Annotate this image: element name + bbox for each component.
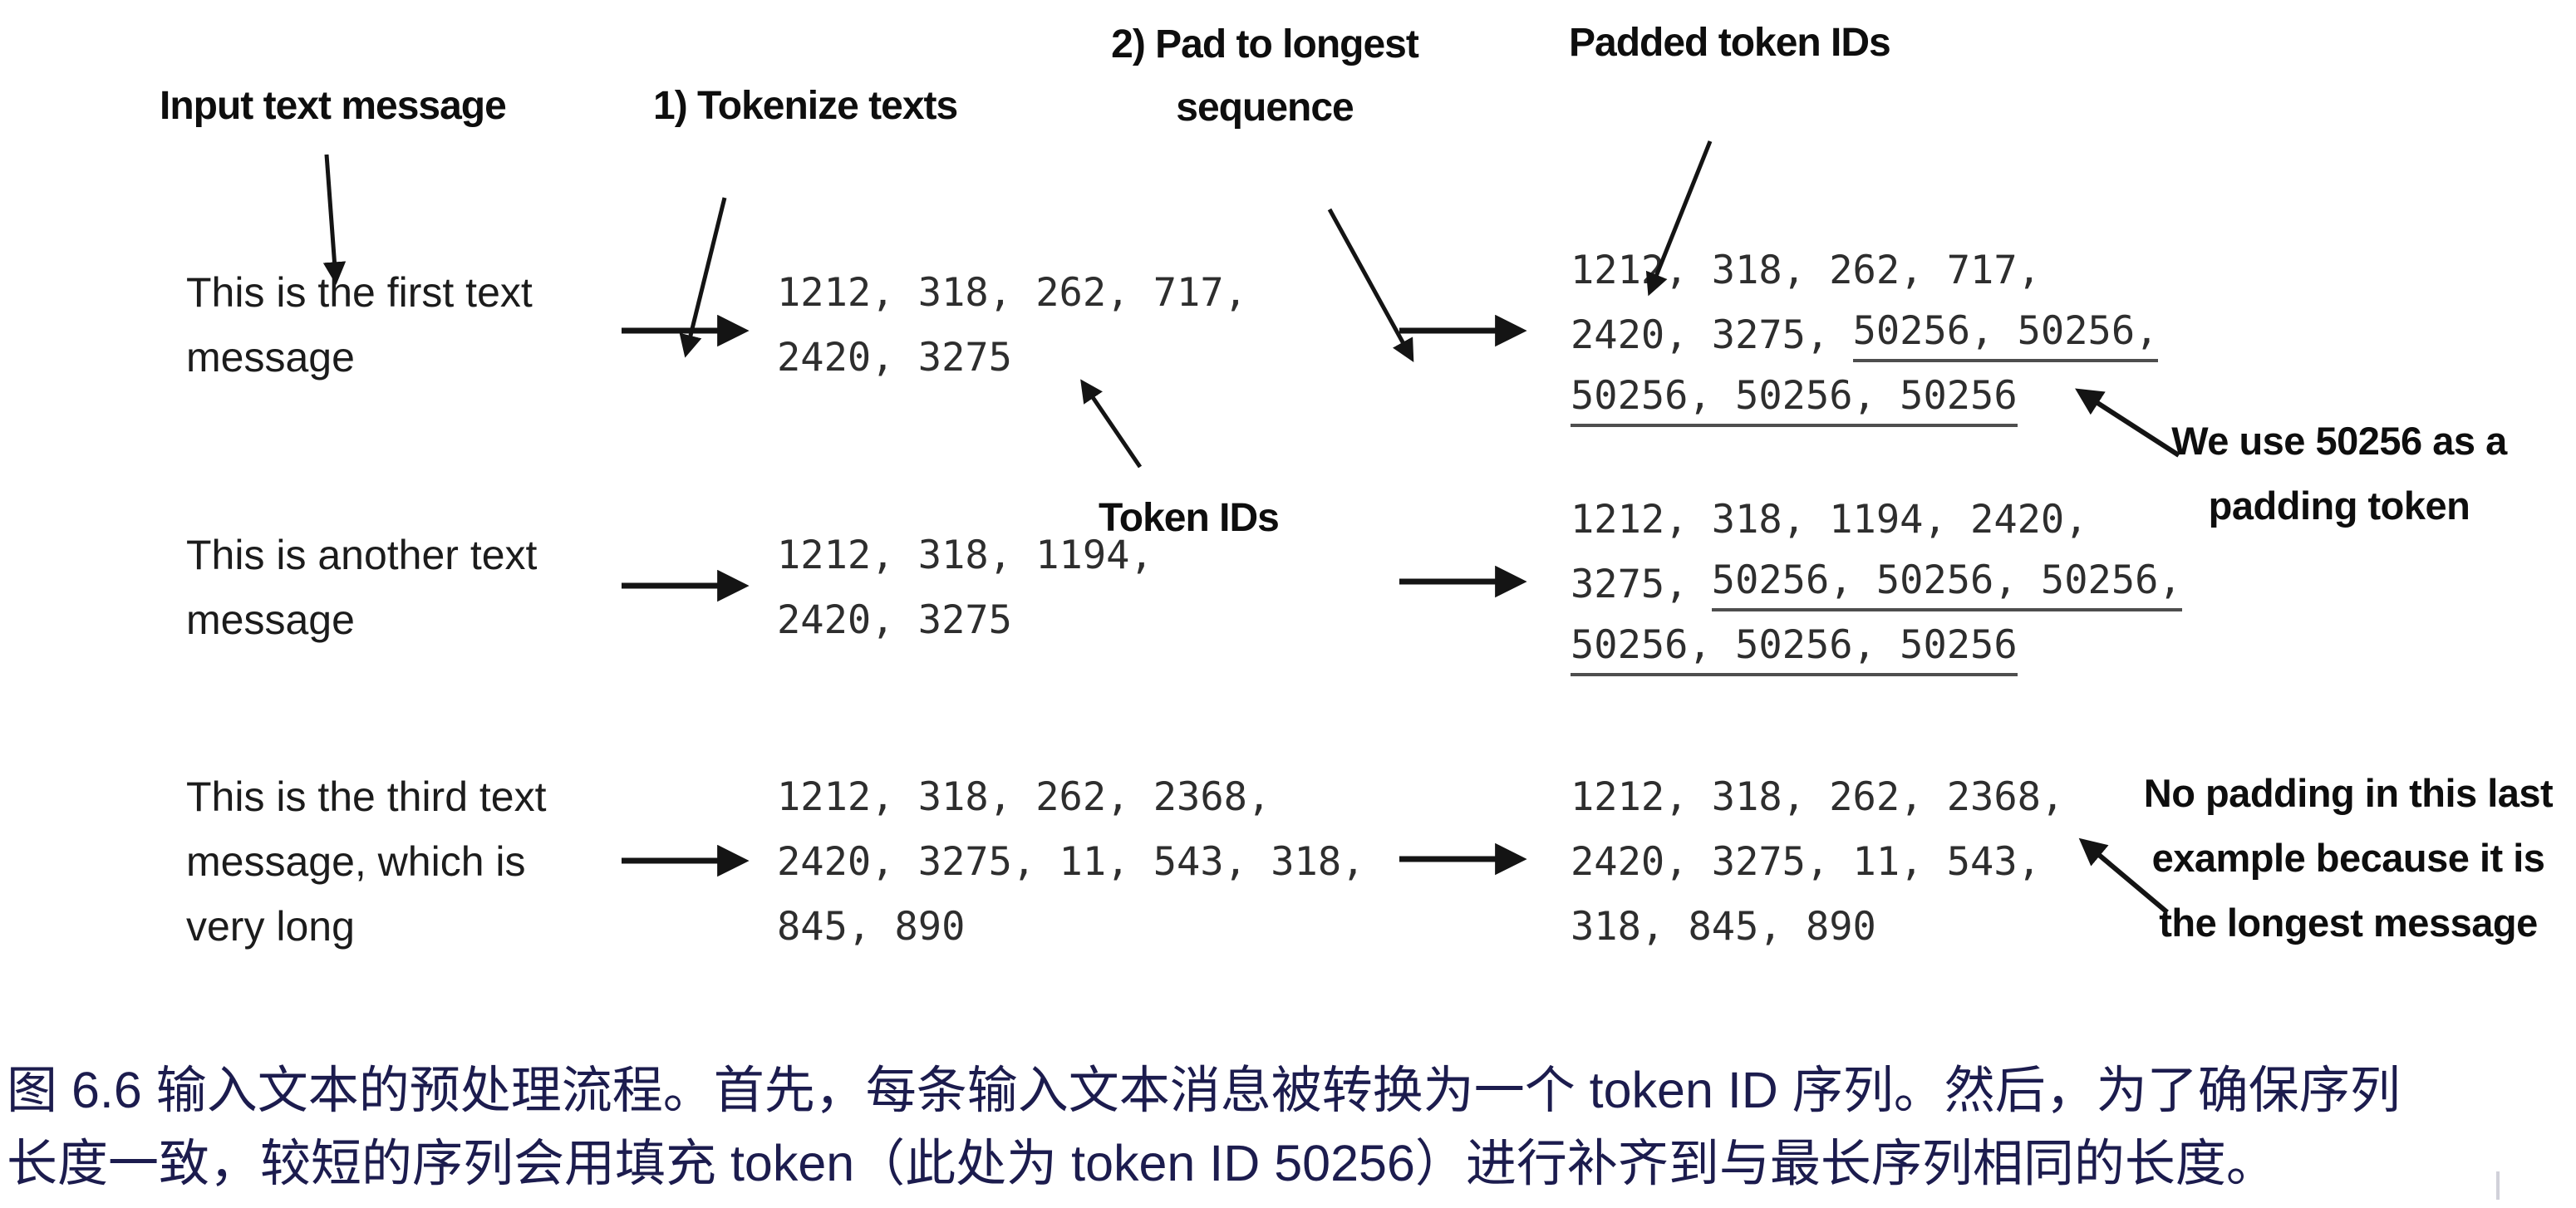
arrow-tokenize-header-down [679, 197, 727, 358]
token-id-line: 1212, 318, 262, 717, [777, 269, 1247, 316]
annotation-we-use-line-1: We use 50256 as a [2171, 419, 2507, 463]
caption-line-1: 图 6.6 输入文本的预处理流程。首先，每条输入文本消息被转换为一个 token… [7, 1062, 2401, 1118]
token-id-line: 2420, 3275 [777, 334, 1012, 381]
input-text-line: very long [186, 903, 355, 950]
token-ids-1: 1212, 318, 262, 717, 2420, 3275 [777, 260, 1247, 390]
header-input-text-message: Input text message [160, 84, 507, 128]
annotation-we-use-line-2: padding token [2208, 484, 2470, 528]
input-text-line: message, which is [186, 838, 526, 885]
token-id-line: 1212, 318, 262, 2368, [777, 773, 1271, 820]
annotation-no-padding-line-1: No padding in this last [2143, 771, 2554, 815]
padded-token-id-line: 2420, 3275, 11, 543, [1571, 838, 2041, 885]
input-message-3: This is the third text message, which is v… [186, 764, 547, 959]
header-tokenize-texts: 1) Tokenize texts [653, 84, 958, 128]
padded-token-ids-3: 1212, 318, 262, 2368, 2420, 3275, 11, 543… [1571, 764, 2064, 959]
input-message-1: This is the first text message [186, 260, 533, 390]
annotation-no-padding-line-3: the longest message [2159, 901, 2538, 945]
input-text-line: message [186, 597, 355, 643]
input-text-line: This is the first text [186, 269, 533, 316]
label-token-ids: Token IDs [1099, 496, 1280, 540]
caption-line-2: 长度一致，较短的序列会用填充 token（此处为 token ID 50256）… [7, 1135, 2277, 1191]
padded-token-id-line: 2420, 3275, 50256, 50256, [1571, 302, 2159, 367]
token-id-line: 1212, 318, 1194, [777, 532, 1153, 578]
padded-token-id-line: 50256, 50256, 50256 [1571, 616, 2182, 681]
padded-token-id-line: 3275, 50256, 50256, 50256, [1571, 552, 2182, 616]
annotation-no-padding: No padding in this last example because … [2121, 761, 2576, 955]
header-padded-token-ids: Padded token IDs [1569, 21, 1891, 65]
annotation-no-padding-line-2: example because it is [2151, 836, 2545, 880]
token-id-line: 2420, 3275, 11, 543, 318, [777, 838, 1365, 885]
padded-token-ids-2: 1212, 318, 1194, 2420, 3275, 50256, 50256… [1571, 487, 2182, 681]
token-id-line: 2420, 3275 [777, 597, 1012, 643]
figure-caption: 图 6.6 输入文本的预处理流程。首先，每条输入文本消息被转换为一个 token… [7, 1053, 2401, 1200]
arrow-token-ids-label-up [1080, 379, 1143, 469]
header-pad-line-1: 2) Pad to longest [1111, 22, 1419, 66]
token-ids-2: 1212, 318, 1194, 2420, 3275 [777, 523, 1153, 652]
input-text-line: This is the third text [186, 773, 547, 820]
token-id-line: 845, 890 [777, 903, 966, 950]
ui-artifact-line [2496, 1171, 2500, 1200]
header-pad-line-2: sequence [1176, 86, 1354, 130]
padded-token-id-line: 318, 845, 890 [1571, 903, 1876, 950]
padded-token-id-line: 1212, 318, 262, 717, [1571, 247, 2041, 293]
input-message-2: This is another text message [186, 523, 537, 652]
token-ids-3: 1212, 318, 262, 2368, 2420, 3275, 11, 543… [777, 764, 1364, 959]
arrow-pad-header-down [1327, 208, 1414, 363]
padded-token-id-line: 1212, 318, 1194, 2420, [1571, 496, 2088, 543]
header-pad-to-longest: 2) Pad to longest sequence [1074, 13, 1456, 140]
padded-token-id-line: 50256, 50256, 50256 [1571, 367, 2158, 432]
padded-token-id-line: 1212, 318, 262, 2368, [1571, 773, 2065, 820]
annotation-we-use-50256: We use 50256 as a padding token [2131, 409, 2547, 538]
input-text-line: This is another text [186, 532, 538, 578]
input-text-line: message [186, 334, 355, 381]
padded-token-ids-1: 1212, 318, 262, 717, 2420, 3275, 50256, 5… [1571, 238, 2159, 432]
